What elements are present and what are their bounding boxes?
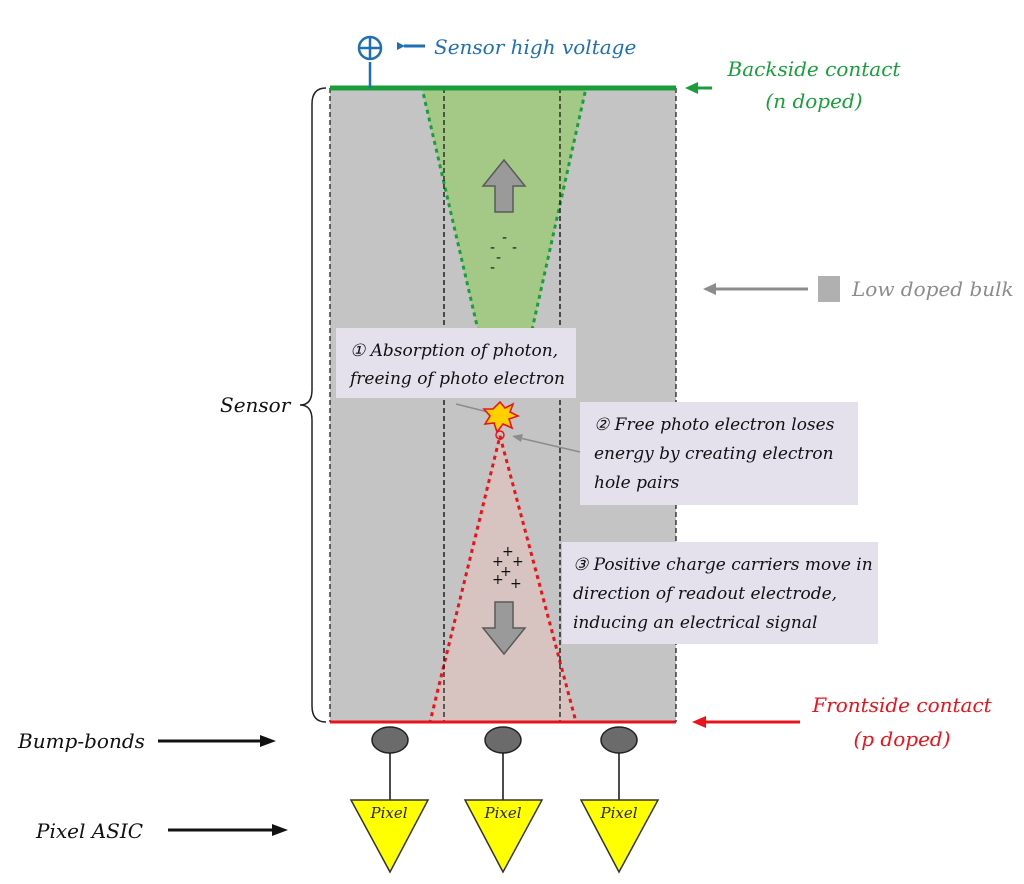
arrow-up-icon (481, 158, 527, 213)
starburst-icon (482, 400, 521, 434)
frontside-label-doping: (p doped) (853, 727, 950, 751)
pixel-amplifier (463, 799, 544, 874)
step-2-pointer-head (512, 434, 523, 442)
bulk-arrowhead (703, 283, 716, 295)
hole: + (492, 554, 504, 570)
step-1-box (336, 328, 576, 398)
bump-bond (371, 726, 409, 754)
pixel-asic-row: Pixel Pixel Pixel (349, 799, 660, 874)
frontside-label: Frontside contact (811, 693, 992, 717)
pixel-asic-arrowhead (272, 824, 288, 836)
electron: - (512, 240, 517, 256)
pixel-label: Pixel (369, 804, 407, 822)
backside-label: Backside contact (727, 57, 902, 81)
bulk-legend-swatch (818, 276, 840, 302)
hole-cluster: + + + + + + (492, 544, 524, 592)
plus-circle-icon (357, 35, 383, 88)
column-lines-overlay (443, 88, 561, 722)
step-2-line-2: energy by creating electron (594, 444, 834, 464)
pixel-label: Pixel (483, 804, 521, 822)
step-2-pointer (519, 437, 581, 453)
pixel-label: Pixel (599, 804, 637, 822)
electron-cluster: - - - - - (490, 230, 517, 276)
bump-bonds-arrowhead (260, 735, 276, 747)
step-1-line-1: ① Absorption of photon, (350, 341, 558, 361)
sensor-brace (299, 87, 327, 723)
bump-wires (389, 753, 620, 800)
bump-bonds (371, 726, 638, 754)
step-2-line-1: ② Free photo electron loses (594, 415, 835, 435)
hole: + (492, 572, 504, 588)
frontside-arrowhead (692, 716, 706, 728)
step-3-line-2: direction of readout electrode, (573, 584, 837, 604)
bump-bond (484, 726, 522, 754)
electron: - (496, 250, 501, 266)
bump-bonds-label: Bump-bonds (17, 729, 145, 753)
hv-label: Sensor high voltage (434, 35, 636, 59)
backside-label-doping: (n doped) (765, 89, 862, 113)
hole: + (512, 554, 524, 570)
step-3-box (562, 542, 878, 644)
bulk-label: Low doped bulk (851, 277, 1014, 301)
electron: - (502, 230, 507, 246)
electron-hole-pair-marker (495, 430, 505, 440)
hole: + (502, 544, 514, 560)
hole: + (510, 576, 522, 592)
step-2-line-3: hole pairs (594, 473, 680, 493)
pixel-asic-label: Pixel ASIC (35, 819, 143, 843)
electron: - (490, 260, 495, 276)
arrow-down-icon (481, 601, 527, 656)
electron: - (490, 240, 495, 256)
backside-arrowhead (685, 82, 698, 94)
sensor-label: Sensor (220, 393, 292, 417)
step-3-line-3: inducing an electrical signal (573, 613, 817, 633)
hole: + (500, 564, 512, 580)
pixel-amplifier (579, 799, 660, 874)
pixel-amplifier (349, 799, 430, 874)
bump-bond (600, 726, 638, 754)
step-1-pointer (455, 403, 489, 413)
step-1-line-2: freeing of photo electron (348, 369, 565, 389)
step-3-line-1: ③ Positive charge carriers move in (573, 555, 873, 575)
step-2-box (580, 402, 858, 505)
